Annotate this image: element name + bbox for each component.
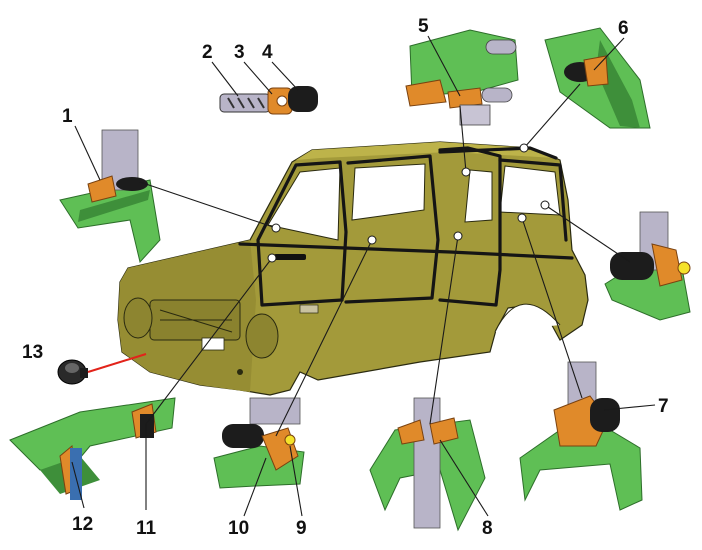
rear-quarter-window	[499, 165, 561, 216]
leader-7	[603, 404, 656, 411]
callout-2: 2	[202, 42, 213, 63]
belt-line-seal	[238, 242, 574, 260]
seal-detail-5	[405, 29, 519, 126]
body-seal-lines	[238, 146, 574, 307]
pin	[367, 235, 377, 245]
leader-1	[74, 125, 101, 181]
leader-right-middle	[544, 204, 631, 263]
pin	[461, 167, 471, 177]
badge	[299, 304, 319, 314]
leader-13	[87, 353, 147, 373]
callout-8: 8	[482, 518, 493, 539]
pin	[540, 200, 550, 210]
front-door-seal-2	[344, 154, 440, 304]
callout-13: 13	[22, 342, 43, 363]
roof-seal	[438, 146, 558, 160]
leader-9	[289, 445, 303, 517]
headlight-left	[123, 297, 153, 339]
leader-3	[243, 61, 273, 95]
rubber-plug-icon	[57, 359, 88, 385]
seal-detail-11-12	[9, 397, 176, 500]
leader-5-body	[459, 105, 467, 173]
fastener	[237, 369, 243, 375]
seal-detail-right-middle	[604, 211, 691, 321]
pin	[267, 253, 277, 263]
seal-detail-8	[369, 397, 486, 532]
door-handle	[274, 254, 306, 260]
roof-highlight	[296, 142, 556, 160]
pin	[519, 143, 529, 153]
pin	[453, 231, 463, 241]
callout-12: 12	[72, 514, 93, 535]
leader-4	[271, 61, 299, 91]
rear-door-window	[464, 169, 493, 223]
grille-bar	[159, 309, 233, 333]
plate-area	[201, 337, 225, 351]
callout-5: 5	[418, 16, 429, 37]
quarter-seal	[498, 158, 568, 242]
leader-5	[427, 35, 461, 97]
callout-1: 1	[62, 106, 73, 127]
leader-9-body	[275, 239, 373, 437]
callout-numbers: 1 2 3 4 5 6 7 8 9 10 11 12 13	[22, 16, 669, 539]
leader-6	[593, 37, 625, 71]
callout-11: 11	[136, 518, 157, 539]
leader-1-body	[139, 181, 277, 229]
front-door-window	[351, 163, 426, 221]
leader-12	[71, 461, 85, 509]
leader-6-body	[523, 83, 581, 149]
headlight-right	[245, 313, 279, 359]
rear-wheel-arch	[494, 303, 561, 333]
leader-10	[243, 457, 267, 517]
pin	[271, 223, 281, 233]
callout-10: 10	[228, 518, 249, 539]
seal-detail-6	[544, 27, 651, 129]
leader-8	[439, 439, 489, 517]
leader-11-body	[145, 257, 273, 425]
seal-detail-7	[519, 361, 643, 511]
seal-detail-9-10	[213, 397, 305, 489]
leader-2	[211, 61, 239, 97]
pin	[517, 213, 527, 223]
callout-4: 4	[262, 42, 273, 63]
front-door-seal	[256, 160, 348, 307]
leader-pins	[267, 143, 550, 263]
leader-7-body	[521, 217, 583, 399]
callout-6: 6	[618, 18, 629, 39]
leader-lines	[71, 35, 656, 517]
callout-9: 9	[296, 518, 307, 539]
leader-8-body	[429, 235, 459, 425]
callout-3: 3	[234, 42, 245, 63]
callout-7: 7	[658, 396, 669, 417]
seal-detail-2-3-4	[219, 86, 318, 115]
seal-detail-1	[59, 129, 161, 264]
car-body-shell	[117, 141, 589, 396]
